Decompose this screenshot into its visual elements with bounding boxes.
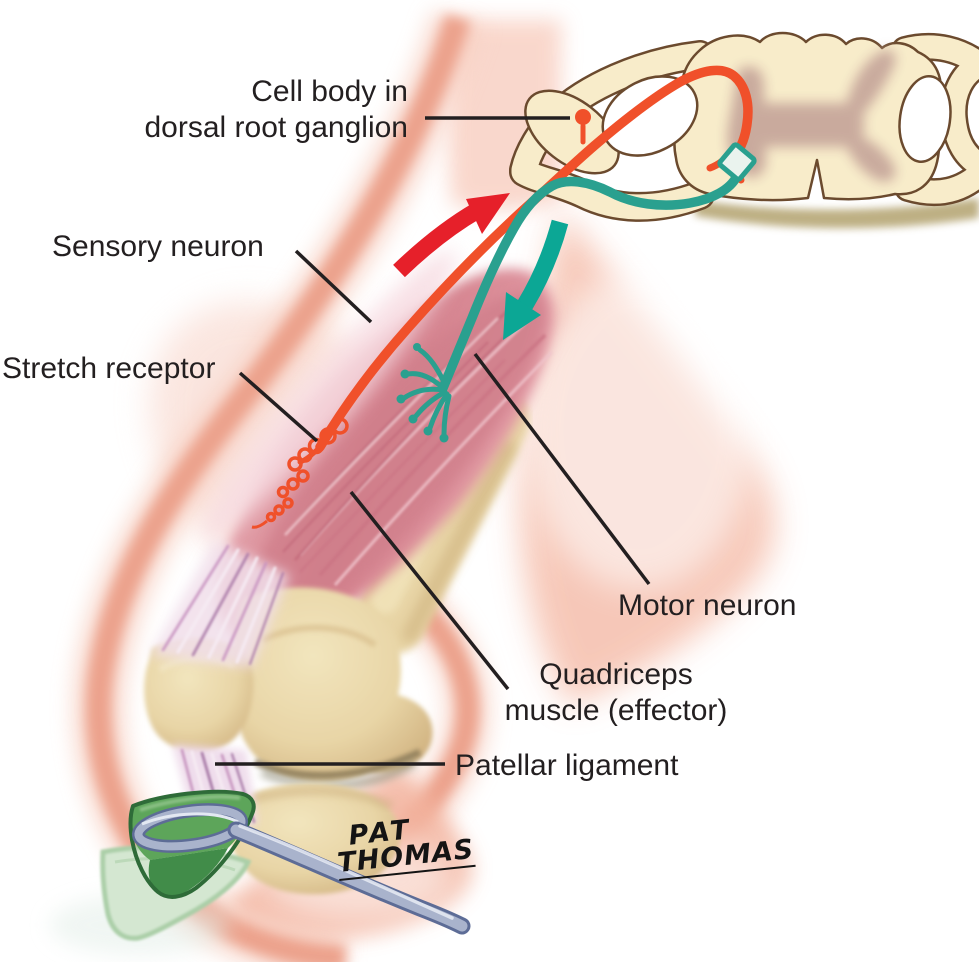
- motor-neuron-path: [401, 171, 742, 437]
- motor-end-plates: [401, 347, 452, 437]
- femur-condyle: [233, 587, 433, 782]
- muscle-striations: [282, 298, 554, 586]
- quadriceps-muscle: [203, 250, 565, 642]
- label-cell-body-line2: dorsal root ganglion: [144, 111, 408, 144]
- motor-end-plate-bulbs: [396, 343, 449, 443]
- label-sensory-neuron: Sensory neuron: [52, 230, 264, 263]
- label-leader-lines: [215, 116, 651, 766]
- stretch-receptor-coils: [251, 417, 349, 529]
- label-motor-neuron: Motor neuron: [618, 589, 797, 622]
- label-quadriceps: Quadriceps muscle (effector): [491, 657, 741, 729]
- label-cell-body: Cell body in dorsal root ganglion: [144, 74, 408, 146]
- synapse-diamond: [717, 142, 757, 182]
- arrowhead-down-icon: [503, 292, 541, 340]
- leader-quadriceps: [349, 490, 510, 691]
- quadriceps-tendon: [150, 540, 290, 668]
- label-patellar-ligament: Patellar ligament: [455, 749, 679, 782]
- label-quadriceps-line2: muscle (effector): [504, 694, 728, 727]
- reflex-hammer: [100, 789, 471, 941]
- knee-bones: [144, 587, 433, 895]
- motor-impulse-arrow: [503, 219, 569, 340]
- label-quadriceps-line1: Quadriceps: [539, 658, 693, 691]
- leader-sensory-neuron: [294, 249, 373, 324]
- tibia: [230, 783, 401, 895]
- label-cell-body-line1: Cell body in: [251, 75, 408, 108]
- leader-motor-neuron: [473, 352, 651, 586]
- gray-matter: [727, 49, 896, 182]
- arrowhead-up-icon: [466, 193, 510, 234]
- hammer-strap: [131, 803, 249, 853]
- label-stretch-receptor: Stretch receptor: [2, 352, 216, 385]
- leader-stretch-receptor: [238, 371, 319, 443]
- sensory-cell-body-dot: [575, 109, 591, 125]
- hammer-handle: [227, 821, 471, 935]
- dorsal-root-ganglion: [524, 89, 620, 175]
- sensory-impulse-arrow: [393, 193, 510, 278]
